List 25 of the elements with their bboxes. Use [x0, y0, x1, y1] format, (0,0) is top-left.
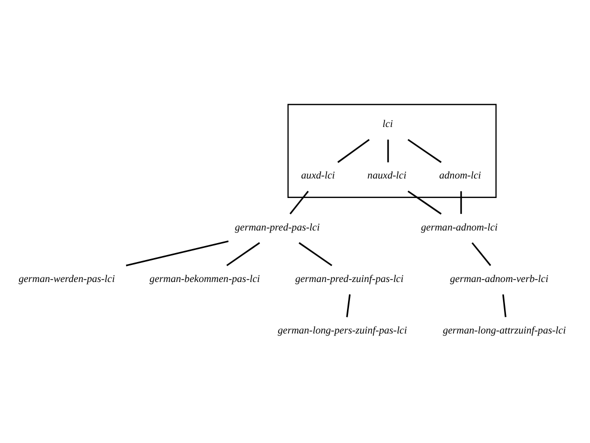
cluster — [287, 103, 497, 198]
connector — [408, 190, 442, 214]
node-text: german-pred-zuinf-pas-lci — [295, 273, 404, 284]
node-text: german-long-attrzuinf-pas-lci — [442, 324, 566, 336]
node-text: german-werden-pas-lci — [18, 273, 115, 284]
node-text: german-long-pers-zuinf-pas-lci — [278, 324, 407, 336]
node-text: german-bekommen-pas-lci — [150, 273, 260, 284]
node-text: auxd-lci — [301, 170, 335, 182]
connector — [387, 139, 389, 162]
connector — [472, 242, 492, 266]
connector — [126, 240, 229, 266]
node-text: adnom-lci — [439, 170, 482, 182]
connector — [346, 294, 351, 317]
connector — [298, 242, 332, 266]
node-text: nauxd-lci — [367, 170, 406, 182]
connector — [408, 138, 442, 162]
connector — [290, 190, 309, 214]
connector — [460, 190, 462, 214]
node-text: german-pred-pas-lci — [234, 222, 320, 233]
node-text: german-adnom-verb-lci — [450, 273, 548, 284]
node-text: lci — [382, 118, 393, 130]
connector — [337, 138, 370, 162]
connector — [226, 242, 260, 266]
connector — [502, 294, 506, 317]
node-text: german-adnom-lci — [421, 222, 498, 233]
